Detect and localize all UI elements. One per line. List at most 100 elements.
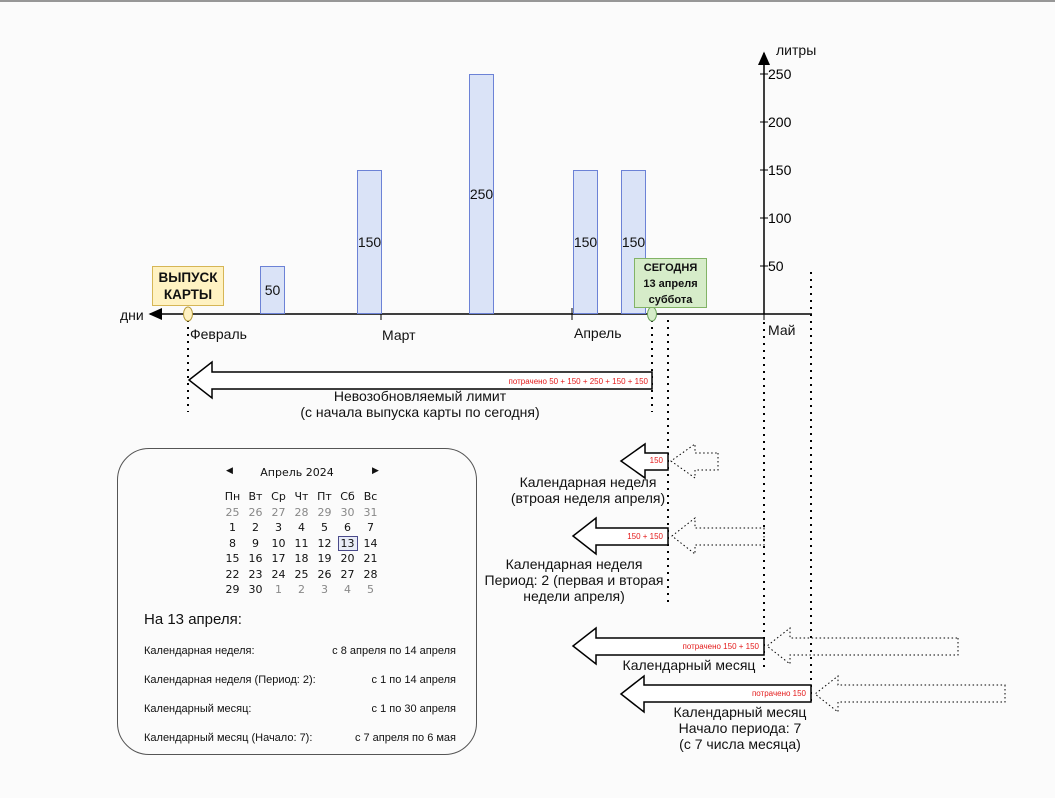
nonrenewable-arrow: [187, 360, 653, 400]
week-period-title-line: Календарная неделя: [505, 556, 643, 572]
calendar-day[interactable]: 26: [317, 567, 332, 581]
bar-value-label: 250: [469, 186, 494, 202]
calendar-day[interactable]: 21: [363, 552, 378, 566]
calendar-day[interactable]: 10: [271, 536, 286, 550]
summary-key: Календарная неделя (Период: 2):: [144, 674, 316, 686]
month-start-subtitle-2: (с 7 числа месяца): [679, 736, 801, 752]
calendar-day[interactable]: 28: [363, 567, 378, 581]
calendar-day[interactable]: 31: [363, 505, 378, 519]
weekday-header: Сб: [340, 490, 355, 504]
calendar-day[interactable]: 16: [248, 552, 263, 566]
calendar-day[interactable]: 11: [294, 536, 309, 550]
calendar-title: Апрель 2024: [260, 466, 334, 479]
calendar-day[interactable]: 25: [225, 505, 240, 519]
y-tick-label: 250: [768, 66, 792, 82]
bar: 250: [469, 74, 494, 314]
month-start-arrow: [619, 674, 812, 714]
calendar-day[interactable]: 20: [340, 552, 355, 566]
weekday-header: Вс: [363, 490, 378, 504]
issue-dot: [183, 306, 193, 322]
weekday-header: Вт: [248, 490, 263, 504]
y-tick-label: 100: [768, 210, 792, 226]
month-label: Февраль: [190, 326, 247, 342]
calendar-day[interactable]: 30: [340, 505, 355, 519]
calendar-day[interactable]: 4: [344, 583, 351, 597]
calendar-day[interactable]: 4: [298, 521, 305, 535]
nonrenewable-title-line: Невозобновляемый лимит: [333, 388, 507, 404]
summary-key: Календарный месяц (Начало: 7):: [144, 732, 313, 744]
today-weekday: суббота: [648, 294, 693, 306]
calendar-day[interactable]: 6: [344, 521, 351, 535]
calendar-day[interactable]: 23: [248, 567, 263, 581]
week-period-subtitle-2: недели апреля): [523, 588, 625, 604]
calendar-day[interactable]: 3: [321, 583, 328, 597]
calendar-day[interactable]: 28: [294, 505, 309, 519]
summary-heading: На 13 апреля:: [144, 611, 242, 628]
month-start-spent: потрачено 150: [752, 689, 807, 698]
next-month-icon[interactable]: ▶: [372, 465, 379, 475]
calendar-day[interactable]: 27: [340, 567, 355, 581]
week-period-arrow: [571, 516, 669, 556]
summary-value: с 7 апреля по 6 мая: [354, 732, 456, 744]
week-period-ghost-arrow: [671, 516, 765, 556]
calendar-day[interactable]: 30: [248, 583, 263, 597]
calendar-day[interactable]: 2: [298, 583, 305, 597]
calendar-day[interactable]: 15: [225, 552, 240, 566]
bar-value-label: 150: [621, 234, 646, 250]
y-axis-label: литры: [776, 42, 817, 58]
summary-value: с 1 по 30 апреля: [371, 703, 456, 715]
month-title: Календарный месяц: [622, 657, 756, 673]
y-ticks: [760, 73, 768, 267]
calendar-day[interactable]: 9: [252, 536, 259, 550]
calendar-day[interactable]: 5: [321, 521, 328, 535]
calendar-day[interactable]: 14: [363, 536, 378, 550]
calendar-day[interactable]: 25: [294, 567, 309, 581]
weekday-header: Пн: [224, 490, 241, 504]
month-ghost-arrow: [766, 626, 959, 666]
summary-key: Календарный месяц:: [144, 703, 252, 715]
week-title-line: Календарная неделя: [519, 474, 657, 490]
calendar-day[interactable]: 22: [225, 567, 240, 581]
nonrenewable-spent: потрачено 50 + 150 + 250 + 150 + 150: [509, 377, 649, 386]
calendar-day[interactable]: 24: [271, 567, 286, 581]
calendar-day[interactable]: 13: [336, 535, 359, 552]
calendar-day[interactable]: 8: [229, 536, 236, 550]
weekday-header: Чт: [294, 490, 309, 504]
calendar-day[interactable]: 2: [252, 521, 259, 535]
calendar-day[interactable]: 19: [317, 552, 332, 566]
today-label: СЕГОДНЯ: [643, 262, 698, 274]
calendar-day[interactable]: 29: [317, 505, 332, 519]
bar: 50: [260, 266, 285, 314]
week-spent: 150: [650, 456, 664, 465]
calendar-day[interactable]: 29: [225, 583, 240, 597]
calendar-day[interactable]: 7: [367, 521, 374, 535]
month-start-subtitle: Начало периода: 7: [678, 720, 802, 736]
week-title: Календарная неделя (втроая неделя апреля…: [498, 474, 678, 506]
month-start-ghost-arrow: [814, 674, 1006, 714]
month-start-title-line: Календарный месяц: [673, 704, 807, 720]
issue-marker: ВЫПУСК КАРТЫ: [152, 266, 224, 306]
calendar-day[interactable]: 17: [271, 552, 286, 566]
weekday-header: Ср: [271, 490, 286, 504]
today-date: 13 апреля: [643, 278, 698, 290]
bar: 150: [573, 170, 598, 314]
bar: 150: [621, 170, 646, 314]
calendar-day[interactable]: 12: [317, 536, 332, 550]
month-label: Апрель: [574, 325, 622, 341]
nonrenewable-title: Невозобновляемый лимит (с начала выпуска…: [240, 388, 600, 420]
calendar-day[interactable]: 1: [275, 583, 282, 597]
calendar-day[interactable]: 3: [275, 521, 282, 535]
prev-month-icon[interactable]: ◀: [226, 465, 233, 475]
month-label: Март: [382, 327, 416, 343]
calendar-day[interactable]: 5: [367, 583, 374, 597]
calendar-day[interactable]: 26: [248, 505, 263, 519]
calendar-day[interactable]: 27: [271, 505, 286, 519]
today-dot: [647, 306, 657, 322]
calendar-day[interactable]: 1: [229, 521, 236, 535]
month-spent: потрачено 150 + 150: [682, 642, 759, 651]
calendar-day[interactable]: 18: [294, 552, 309, 566]
bar-value-label: 150: [573, 234, 598, 250]
